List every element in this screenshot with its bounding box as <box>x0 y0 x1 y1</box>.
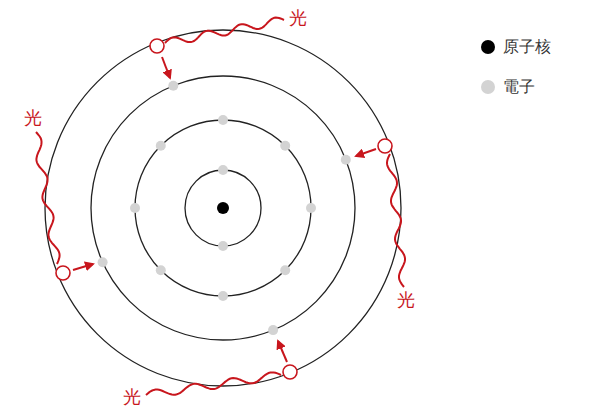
electron <box>218 115 228 125</box>
legend-swatch <box>481 40 495 54</box>
legend-row: 電子 <box>481 79 535 95</box>
photon-wave <box>165 18 284 43</box>
electron <box>306 203 316 213</box>
transition-arrow <box>278 341 287 362</box>
legend-row: 原子核 <box>481 39 551 55</box>
photon-wave <box>387 154 405 287</box>
electron <box>218 241 228 251</box>
light-label: 光 <box>289 9 307 27</box>
vacancy-electron <box>283 365 297 379</box>
electron <box>130 203 140 213</box>
transition-arrow <box>162 57 170 78</box>
electron <box>218 291 228 301</box>
legend-text: 原子核 <box>503 39 551 55</box>
electron-shell <box>185 170 261 246</box>
electron <box>168 81 178 91</box>
electron <box>268 325 278 335</box>
nucleus <box>217 202 229 214</box>
legend-swatch <box>481 80 495 94</box>
electron <box>156 141 166 151</box>
photon-wave <box>36 132 60 264</box>
electron <box>156 265 166 275</box>
electron-shell <box>135 120 311 296</box>
vacancy-electron <box>378 139 392 153</box>
light-label: 光 <box>397 291 415 309</box>
electron <box>280 141 290 151</box>
electron <box>218 165 228 175</box>
light-label: 光 <box>24 109 42 127</box>
transition-arrow <box>73 264 93 270</box>
electron <box>280 265 290 275</box>
vacancy-electron <box>150 39 164 53</box>
light-label: 光 <box>123 388 141 406</box>
transition-arrow <box>356 149 376 156</box>
electron <box>98 257 108 267</box>
vacancy-electron <box>56 266 70 280</box>
photon-wave <box>146 372 281 395</box>
electron <box>341 155 351 165</box>
electron-shell <box>91 76 355 340</box>
legend-text: 電子 <box>503 79 535 95</box>
electron-shell <box>45 30 401 386</box>
